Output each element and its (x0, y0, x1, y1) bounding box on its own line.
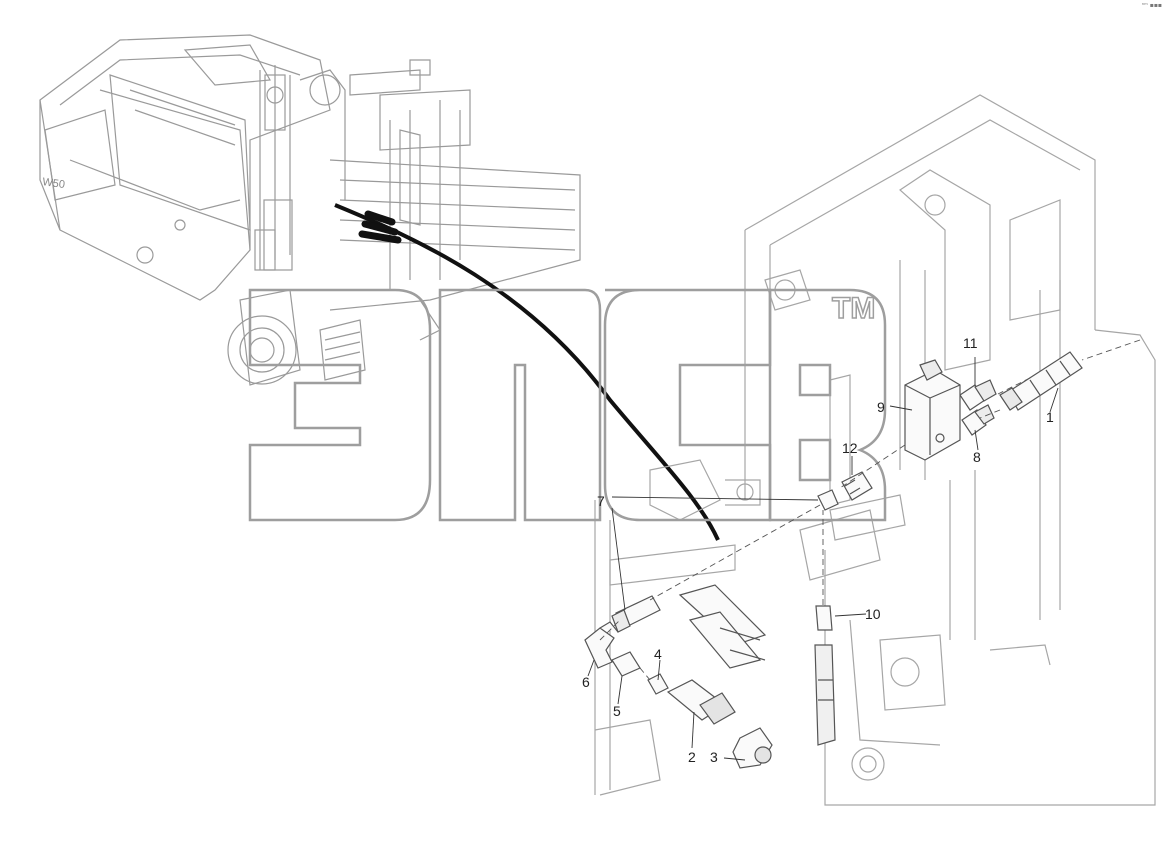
part-2-quick-coupler (666, 679, 736, 725)
callout-1: 1 (1046, 409, 1054, 425)
part-1-hose (999, 351, 1083, 411)
callout-7: 7 (597, 493, 605, 509)
control-cable (334, 203, 720, 541)
leader-lines (587, 357, 1059, 761)
callouts: 1 2 3 4 5 6 7 8 9 10 11 12 (582, 335, 1054, 765)
part-6-elbow (584, 621, 619, 669)
coupler-assembly (678, 584, 767, 669)
machine-drawing (39, 34, 581, 386)
machine-badge: W50 (42, 176, 66, 191)
callout-8: 8 (973, 449, 981, 465)
watermark-tm: TM (832, 292, 875, 325)
part-5-coupling (611, 651, 641, 677)
part-3-dust-cap (732, 727, 773, 769)
part-9-valve-block (904, 359, 961, 461)
part-7-pipe (611, 595, 661, 633)
part-12-fitting (841, 471, 873, 501)
callout-6: 6 (582, 674, 590, 690)
watermark-logo (248, 288, 887, 522)
part-10-fitting (814, 605, 836, 746)
callout-2: 2 (688, 749, 696, 765)
corner-mark: ⁿᵐ ▪▪▪ (1141, 2, 1162, 9)
part-4-fitting (647, 673, 669, 695)
callout-3: 3 (710, 749, 718, 765)
callout-9: 9 (877, 399, 885, 415)
callout-10: 10 (865, 606, 881, 622)
callout-11: 11 (963, 335, 978, 351)
part-8-fitting (961, 404, 995, 436)
callout-12: 12 (842, 440, 858, 456)
callout-4: 4 (654, 646, 662, 662)
parts (584, 351, 1083, 769)
part-7-nipple-upper (817, 489, 839, 511)
part-11-fitting (959, 379, 997, 411)
assembly-lines (599, 339, 1141, 681)
callout-5: 5 (613, 703, 621, 719)
